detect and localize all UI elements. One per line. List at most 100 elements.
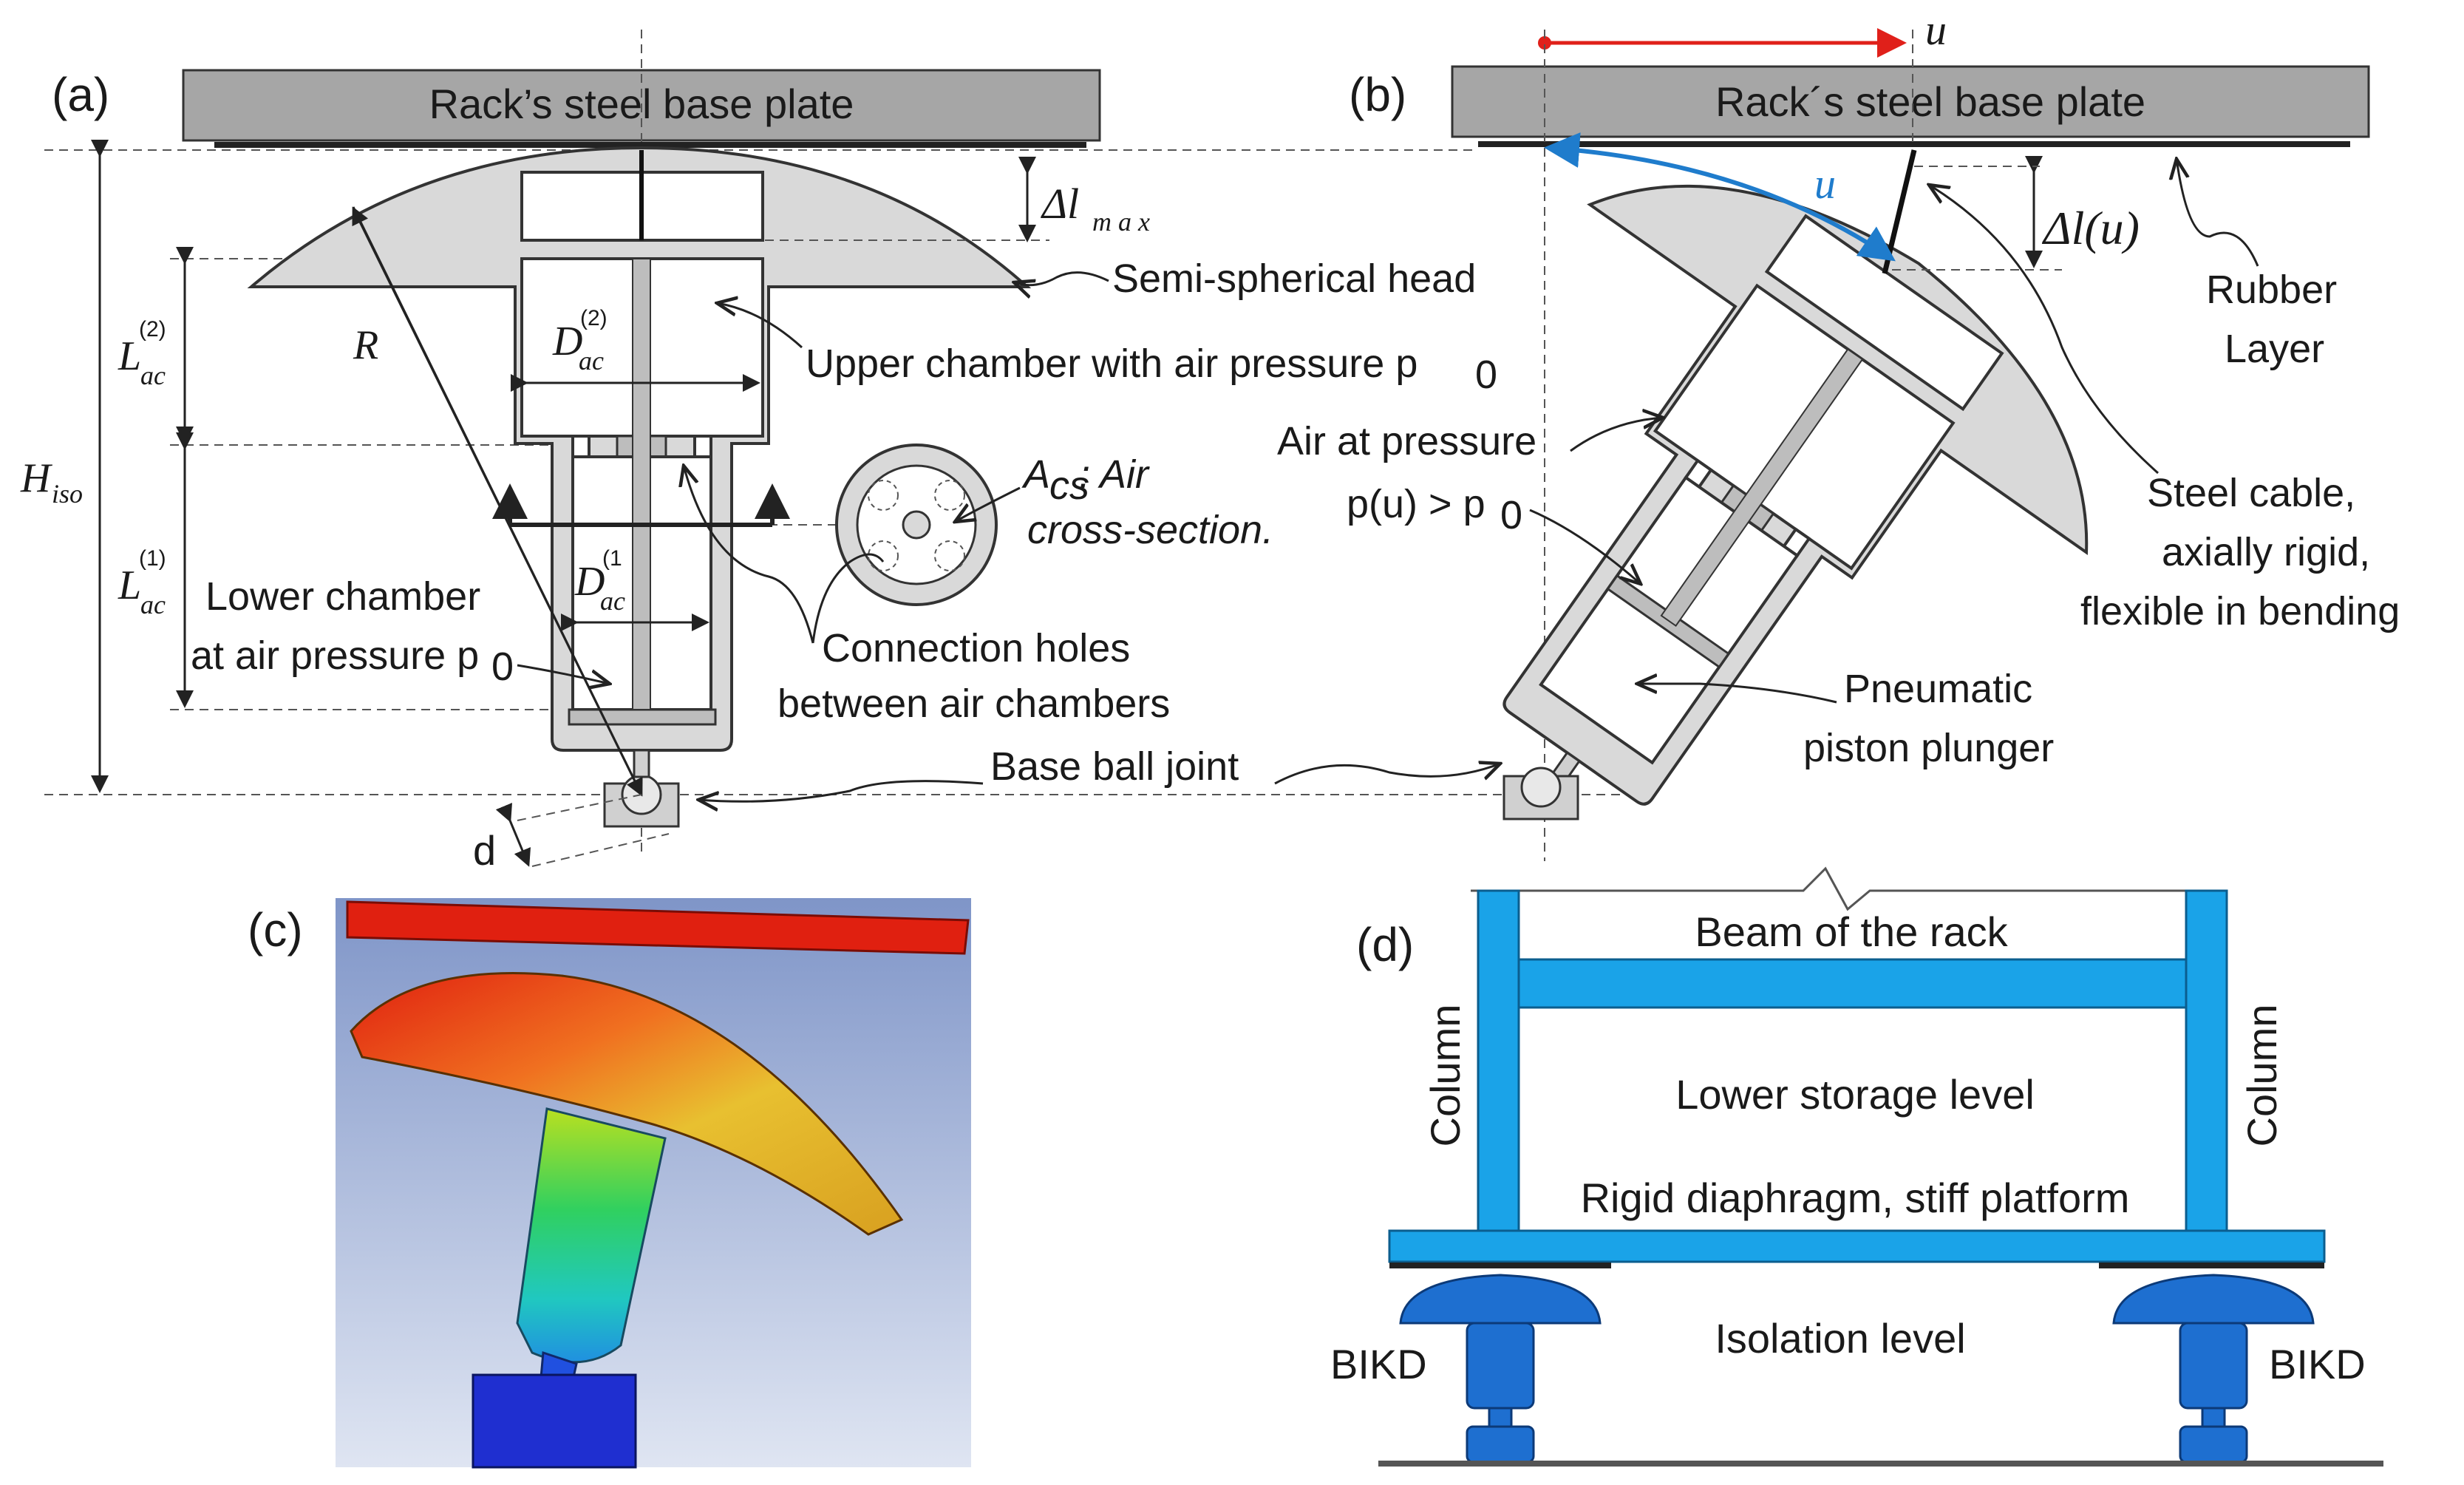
bikd-base-left — [1466, 1425, 1535, 1464]
fea-plate — [346, 900, 970, 955]
panel-a: (a) Rack’s steel base plate — [20, 30, 1626, 874]
piston-plunger-a — [568, 708, 717, 726]
u-arc-arrow — [1544, 132, 1896, 262]
column-right — [2185, 889, 2228, 1240]
rubber-label-1: Rubber — [2206, 268, 2337, 312]
L1-sub: ac — [140, 590, 166, 619]
air-leader-1 — [1570, 418, 1663, 452]
panel-c-letter: (c) — [248, 903, 303, 956]
bikd-base-right — [2179, 1425, 2248, 1464]
panel-d: (d) Beam of the rack Lower storage level… — [1330, 866, 2383, 1467]
d-label: d — [473, 827, 496, 874]
hole-left-a — [571, 435, 591, 458]
isolation-label: Isolation level — [1715, 1315, 1965, 1362]
piston-leader — [1637, 684, 1837, 704]
air-sub: 0 — [1500, 493, 1522, 537]
semi-spherical-head-label: Semi-spherical head — [1112, 256, 1476, 301]
bikd-right-label: BIKD — [2269, 1341, 2366, 1387]
R-label: R — [353, 322, 378, 368]
lower-chamber-label-2: at air pressure p — [191, 633, 479, 678]
L2-sup: (2) — [139, 317, 166, 341]
base-ball-joint-label: Base ball joint — [990, 744, 1239, 789]
cable-label-3: flexible in bending — [2080, 589, 2400, 633]
D2-sup: (2) — [580, 306, 608, 330]
d-ref-1 — [517, 794, 642, 821]
air-leader-2 — [1529, 509, 1641, 584]
piston-label-2: piston plunger — [1803, 726, 2054, 770]
bikd-left-label: BIKD — [1330, 1341, 1427, 1387]
dlmax-sub: m a x — [1092, 207, 1150, 237]
panel-b: (b) Rack´s steel base plate u u — [1277, 6, 2400, 861]
cross-section-hole-4 — [934, 540, 965, 571]
D1-sup: (1 — [602, 546, 622, 571]
cable-label-2: axially rigid, — [2162, 530, 2370, 574]
ball-joint-leader-right — [1274, 764, 1500, 785]
cable-label-1: Steel cable, — [2147, 471, 2355, 515]
head-leader — [1014, 271, 1109, 285]
column-left — [1477, 889, 1520, 1240]
bikd-body-right — [2179, 1322, 2248, 1410]
L1-main: L — [118, 563, 141, 608]
acs-sub: cs — [1049, 463, 1089, 508]
u-top-label: u — [1925, 6, 1947, 54]
L2-sub: ac — [140, 361, 166, 390]
diaphragm-label: Rigid diaphragm, stiff platform — [1581, 1175, 2130, 1221]
cross-section-hole-2 — [934, 480, 965, 511]
panel-b-letter: (b) — [1349, 68, 1406, 121]
D2-main: D — [552, 319, 582, 364]
ball-joint-leader-left — [698, 780, 984, 802]
break-line — [1471, 866, 2210, 911]
fea-stem — [516, 1107, 667, 1364]
connection-holes-label-1: Connection holes — [822, 626, 1130, 670]
bikd-head-left — [1399, 1274, 1602, 1325]
bikd-device-right — [2112, 1274, 2315, 1464]
L1-sup: (1) — [139, 546, 166, 571]
rack-beam — [1517, 958, 2188, 1009]
rubber-label-2: Layer — [2225, 327, 2324, 371]
d-ref-2 — [531, 833, 670, 867]
cross-section-rod — [902, 510, 931, 540]
bikd-neck-right — [2201, 1407, 2226, 1428]
lower-storage-label: Lower storage level — [1675, 1071, 2035, 1118]
connection-holes-label-2: between air chambers — [777, 682, 1170, 726]
upper-chamber-sub: 0 — [1475, 353, 1497, 397]
tilted-device — [1502, 184, 2089, 806]
ball-joint-neck-a — [633, 749, 650, 778]
cable-leader — [1929, 185, 2159, 475]
piston-rod-b — [1660, 348, 1864, 628]
acs-symbol: A — [1021, 452, 1050, 497]
lower-chamber-sub: 0 — [491, 645, 514, 689]
plate-label-b: Rack´s steel base plate — [1715, 78, 2145, 125]
D1-main: D — [574, 559, 605, 605]
connection-holes-leader-1 — [684, 466, 814, 644]
panel-a-letter: (a) — [52, 68, 109, 121]
ball-joint-b — [1520, 767, 1562, 808]
acs-text-1: : Air — [1079, 452, 1150, 497]
beam-label: Beam of the rack — [1695, 908, 2008, 955]
upper-chamber-label: Upper chamber with air pressure p — [806, 341, 1418, 386]
fea-base — [472, 1373, 637, 1469]
bikd-device-left — [1399, 1274, 1602, 1464]
dlmax-main: Δl — [1041, 180, 1079, 228]
d-dim — [495, 803, 531, 867]
dlu-label: Δl(u) — [2041, 202, 2140, 254]
cross-section-hole-3 — [868, 540, 899, 571]
L2-main: L — [118, 333, 141, 379]
air-label-1: Air at pressure — [1277, 419, 1536, 463]
air-label-2: p(u) > p — [1347, 482, 1485, 526]
bikd-head-right — [2112, 1274, 2315, 1325]
column-right-label: Column — [2239, 1005, 2285, 1147]
H-iso-main: H — [20, 455, 52, 501]
panel-c: (c) — [248, 898, 971, 1469]
rigid-platform — [1388, 1229, 2326, 1263]
acs-text-2: cross-section. — [1027, 508, 1273, 552]
hole-right-a — [693, 435, 712, 458]
bikd-body-left — [1466, 1322, 1535, 1410]
piston-rod-a — [632, 258, 651, 710]
D2-sub: ac — [579, 346, 604, 376]
lower-chamber-label-1: Lower chamber — [205, 574, 480, 619]
H-iso-sub: iso — [52, 479, 83, 509]
D1-sub: ac — [600, 586, 625, 616]
acs-leader — [955, 486, 1021, 522]
